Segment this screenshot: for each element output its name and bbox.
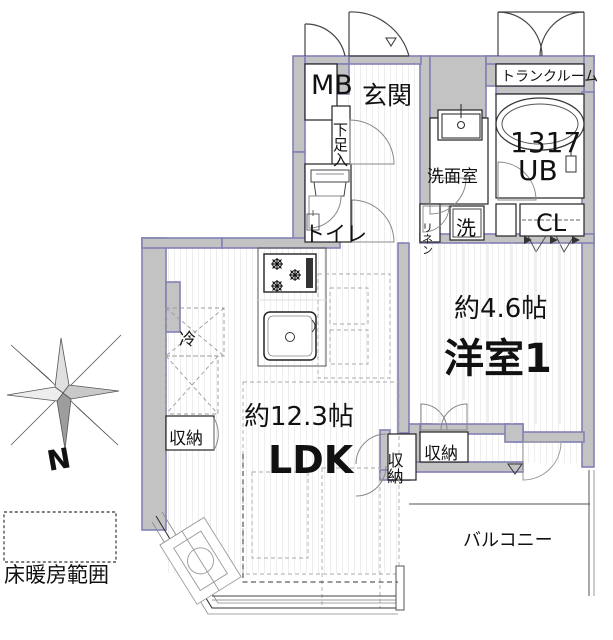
label-fridge: 冷 (179, 330, 196, 350)
label-ldk: LDK (268, 438, 355, 482)
label-balcony: バルコニー (463, 530, 553, 551)
label-washroom: 洗面室 (427, 167, 478, 187)
toilet-icon (310, 169, 350, 197)
balcony-rail (409, 470, 595, 596)
washer-icon (452, 208, 482, 238)
bay-window (151, 511, 398, 615)
label-storage-kitchen: 収納 (169, 429, 203, 449)
bathtub-icon (495, 97, 585, 151)
label-room1: 洋室1 (444, 336, 552, 382)
label-genkan: 玄関 (362, 81, 412, 110)
floor-heating-swatch (3, 511, 117, 563)
ldk-window (212, 565, 405, 611)
vanity-sink-icon (441, 104, 481, 139)
label-room1-area: 約4.6帖 (454, 294, 547, 324)
label-toilet: トイレ (304, 222, 367, 246)
label-closet: CL (536, 209, 567, 237)
label-storage-ldk: 収納 (385, 452, 404, 485)
legend-floor-heating: 床暖房範囲 (3, 511, 117, 587)
shower-fixture-icon (565, 150, 577, 173)
legend-floor-heating-label: 床暖房範囲 (4, 563, 109, 587)
compass-rose: N (6, 334, 122, 478)
label-ldk-area: 約12.3帖 (244, 402, 354, 432)
sink-icon (263, 311, 317, 361)
label-shoe-cabinet: 下足入 (331, 122, 349, 167)
compass-north-label: N (44, 441, 73, 478)
toilet-sink-icon (306, 210, 320, 231)
kitchen-counter (257, 247, 327, 367)
label-washer: 洗 (456, 216, 476, 240)
label-linen: リネン (421, 222, 434, 255)
label-ub: UB (518, 154, 558, 187)
label-ub-size: 1317 (510, 126, 581, 159)
room-grid-lines (439, 243, 561, 424)
floor-heating-region (242, 454, 398, 583)
label-mb: MB (311, 70, 353, 101)
cooktop-icon (263, 253, 317, 293)
refrigerator-space-icon (165, 307, 225, 415)
furniture-dashed (242, 273, 400, 609)
walls (141, 55, 595, 531)
fixtures (151, 11, 595, 615)
label-trunk-room: トランクルーム (501, 69, 598, 85)
label-storage-room: 収納 (424, 444, 458, 464)
room-labels: MB 玄関 下足入 トイレ 洗面室 リネン 洗 トランクルーム 1317 UB … (169, 69, 598, 551)
